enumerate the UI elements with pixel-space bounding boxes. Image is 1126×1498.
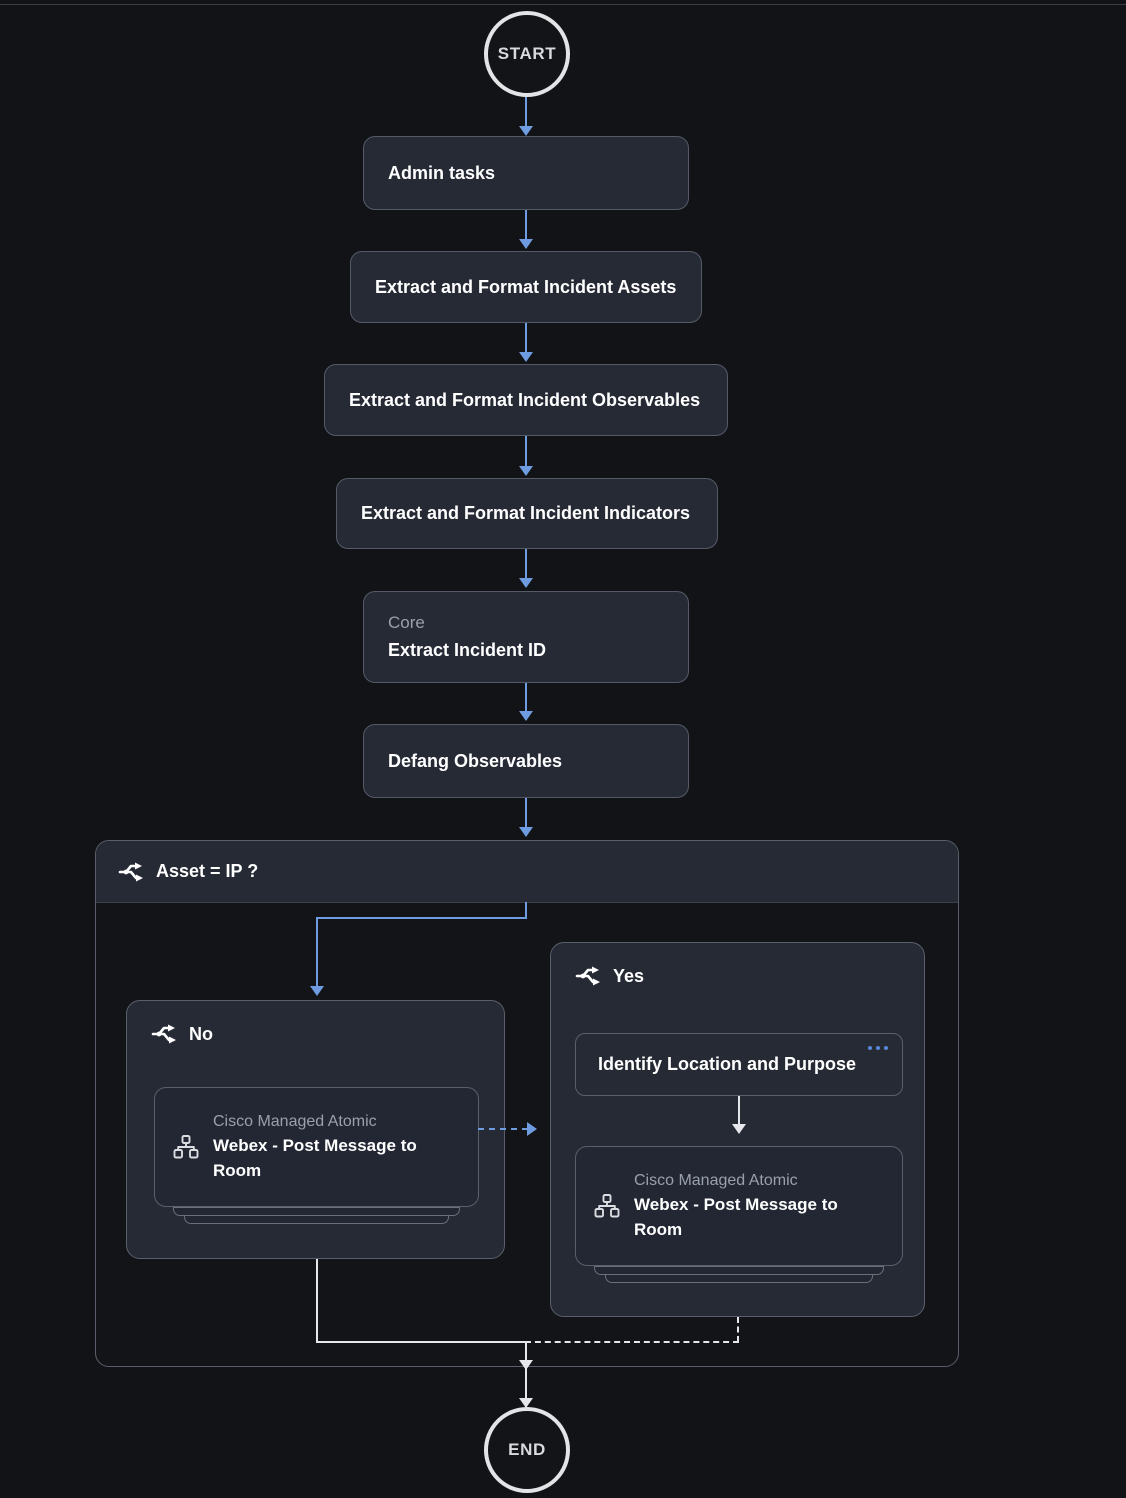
connector-identify-to-webex <box>738 1096 740 1129</box>
connector-observables-to-indicators <box>525 436 527 471</box>
branch-path-yes-header[interactable]: Yes <box>551 943 924 987</box>
node-webex-post-message-no[interactable]: Cisco Managed Atomic Webex - Post Messag… <box>154 1087 479 1207</box>
arrowhead <box>732 1124 746 1134</box>
branch-condition-label: Asset = IP ? <box>156 861 259 881</box>
connector-branch-to-end <box>525 1367 527 1407</box>
hierarchy-icon <box>173 1135 199 1159</box>
node-title: Identify Location and Purpose <box>598 1054 857 1074</box>
arrowhead <box>519 578 533 588</box>
node-title: Extract and Format Incident Indicators <box>361 503 691 524</box>
connector-no-exit-vertical <box>316 1259 318 1342</box>
connector-admin-to-assets <box>525 210 527 244</box>
node-subtitle: Core <box>388 613 425 633</box>
node-stack-layer-2 <box>184 1215 449 1224</box>
connector-start-to-admin <box>525 97 527 131</box>
node-title: Extract Incident ID <box>388 639 547 660</box>
branch-path-label: Yes <box>613 965 645 986</box>
branch-path-no-header[interactable]: No <box>127 1001 504 1045</box>
connector-incidentid-to-defang <box>525 683 527 716</box>
branch-header[interactable]: Asset = IP ? <box>96 841 958 903</box>
connector-branch-to-no <box>316 917 318 991</box>
branch-split-icon <box>118 862 143 881</box>
arrowhead <box>519 466 533 476</box>
arrowhead <box>527 1122 537 1136</box>
node-title: Webex - Post Message to Room <box>634 1195 838 1239</box>
node-extract-incident-id[interactable]: Core Extract Incident ID <box>363 591 689 683</box>
node-webex-post-message-yes[interactable]: Cisco Managed Atomic Webex - Post Messag… <box>575 1146 903 1266</box>
arrowhead <box>519 239 533 249</box>
arrowhead <box>519 126 533 136</box>
start-label: START <box>497 44 557 63</box>
arrowhead <box>519 1360 533 1370</box>
node-title: Webex - Post Message to Room <box>213 1136 417 1180</box>
node-title: Admin tasks <box>388 162 496 183</box>
start-node[interactable]: START <box>484 11 570 97</box>
connector-branch-bus-drop <box>525 902 527 918</box>
connector-merge-to-end <box>525 1341 527 1364</box>
connector-assets-to-observables <box>525 323 527 357</box>
hierarchy-icon <box>594 1194 620 1218</box>
node-extract-observables[interactable]: Extract and Format Incident Observables <box>324 364 728 436</box>
branch-split-icon <box>575 966 600 986</box>
connector-defang-to-branch <box>525 798 527 832</box>
arrowhead <box>519 352 533 362</box>
node-title: Defang Observables <box>388 750 563 771</box>
end-label: END <box>508 1440 546 1459</box>
more-options-icon[interactable] <box>868 1046 888 1050</box>
node-extract-indicators[interactable]: Extract and Format Incident Indicators <box>336 478 718 549</box>
connector-indicators-to-incidentid <box>525 549 527 583</box>
branch-path-label: No <box>189 1023 213 1044</box>
connector-branch-bus-horizontal <box>316 917 527 919</box>
arrowhead <box>310 986 324 996</box>
connector-yes-exit-horizontal-dashed <box>525 1341 739 1343</box>
node-identify-location-and-purpose[interactable]: Identify Location and Purpose <box>575 1033 903 1096</box>
node-admin-tasks[interactable]: Admin tasks <box>363 136 689 210</box>
arrowhead <box>519 711 533 721</box>
arrowhead <box>519 827 533 837</box>
node-extract-assets[interactable]: Extract and Format Incident Assets <box>350 251 702 323</box>
branch-split-icon <box>151 1024 176 1044</box>
node-defang-observables[interactable]: Defang Observables <box>363 724 689 798</box>
top-divider <box>0 4 1126 5</box>
end-node[interactable]: END <box>484 1407 570 1493</box>
connector-yes-exit-vertical-dashed <box>737 1317 739 1342</box>
arrowhead <box>519 1398 533 1408</box>
node-title: Extract and Format Incident Observables <box>349 389 701 410</box>
node-subtitle: Cisco Managed Atomic <box>213 1113 377 1131</box>
connector-no-to-yes-dashed <box>478 1128 528 1130</box>
connector-no-exit-horizontal <box>316 1341 528 1343</box>
node-title: Extract and Format Incident Assets <box>375 276 677 297</box>
node-subtitle: Cisco Managed Atomic <box>634 1172 798 1190</box>
node-stack-layer-2 <box>605 1274 873 1283</box>
